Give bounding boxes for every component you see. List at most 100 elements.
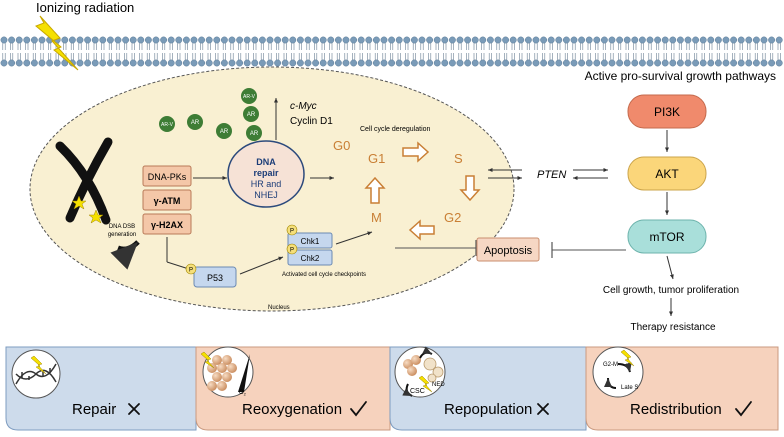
stem-cell-cluster-icon bbox=[403, 355, 444, 383]
lipid-head bbox=[38, 36, 46, 44]
lipid-head bbox=[509, 59, 517, 67]
lipid-head bbox=[0, 59, 8, 67]
lipid-head bbox=[251, 36, 259, 44]
phase-g2: G2 bbox=[444, 210, 461, 225]
dna-damage-star-icon bbox=[71, 195, 87, 210]
lipid-head bbox=[525, 59, 532, 67]
lipid-head bbox=[555, 36, 563, 44]
lipid-head bbox=[745, 36, 753, 44]
lipid-head bbox=[107, 36, 114, 44]
lipid-head bbox=[448, 59, 456, 67]
lipid-head bbox=[646, 59, 654, 67]
lipid-head bbox=[258, 36, 266, 44]
lipid-head bbox=[601, 36, 608, 44]
chk-to-cycle-arrow bbox=[335, 231, 373, 245]
lipid-head bbox=[775, 59, 783, 67]
o2-sub: 2 bbox=[244, 392, 247, 397]
lipid-head bbox=[213, 36, 221, 44]
lipid-head bbox=[251, 59, 259, 67]
lipid-head bbox=[190, 59, 198, 67]
chk1-box bbox=[287, 232, 333, 249]
lipid-head bbox=[486, 59, 494, 67]
phase-s: S bbox=[454, 151, 463, 166]
lipid-head bbox=[775, 36, 783, 44]
lipid-head bbox=[433, 36, 441, 44]
curved-arrow-icon bbox=[110, 240, 140, 270]
lipid-head bbox=[182, 36, 190, 44]
o2-label: O2 bbox=[239, 390, 247, 397]
lipid-head bbox=[677, 36, 684, 44]
lipid-head bbox=[281, 59, 289, 67]
lipid-head bbox=[220, 59, 228, 67]
akt-label: AKT bbox=[655, 167, 679, 181]
lipid-head bbox=[236, 59, 244, 67]
lipid-head bbox=[236, 36, 244, 44]
lipid-head bbox=[91, 36, 99, 44]
lipid-head bbox=[198, 59, 206, 67]
pi3k-label: PI3K bbox=[654, 105, 680, 119]
lipid-head bbox=[266, 59, 274, 67]
lipid-head bbox=[585, 36, 593, 44]
dna-damage-sensors: DNA-PKs γ-ATM γ-H2AX bbox=[142, 165, 192, 235]
lipid-head bbox=[616, 59, 623, 67]
lipid-head bbox=[61, 36, 69, 44]
lipid-head bbox=[129, 36, 137, 44]
lipid-head bbox=[281, 36, 289, 44]
lipid-head bbox=[677, 59, 684, 67]
lipid-head bbox=[0, 36, 8, 44]
phospho-label: P bbox=[189, 268, 193, 274]
lipid-head bbox=[692, 36, 699, 44]
phospho-chk2-icon bbox=[286, 243, 298, 255]
lipid-head bbox=[410, 59, 418, 67]
lipid-head bbox=[768, 59, 775, 67]
lipid-head bbox=[532, 36, 540, 44]
lightning-icon bbox=[620, 349, 635, 367]
lipid-head bbox=[372, 59, 380, 67]
lipid-head bbox=[699, 59, 707, 67]
lipid-head bbox=[547, 36, 555, 44]
lipid-head bbox=[441, 36, 449, 44]
lipid-head bbox=[312, 59, 319, 67]
cmyc-label: c-Myc bbox=[290, 101, 317, 112]
lipid-head bbox=[464, 59, 471, 67]
lipid-head bbox=[365, 59, 373, 67]
lipid-head bbox=[357, 36, 365, 44]
lipid-head bbox=[631, 36, 639, 44]
late-s-label: Late S bbox=[621, 385, 638, 391]
h2ax-box bbox=[142, 213, 192, 235]
cycle-arrow-icon bbox=[408, 219, 435, 241]
lipid-head bbox=[69, 36, 76, 44]
p53-label: P53 bbox=[207, 273, 223, 283]
p53-box bbox=[193, 266, 237, 288]
lipid-head bbox=[144, 36, 152, 44]
ionizing-radiation-label: Ionizing radiation bbox=[36, 0, 134, 15]
lipid-head bbox=[410, 36, 418, 44]
lipid-head bbox=[646, 36, 654, 44]
lipid-head bbox=[15, 59, 23, 67]
lipid-head bbox=[152, 59, 160, 67]
curved-arrow-icon bbox=[419, 346, 433, 359]
lipid-head bbox=[578, 36, 585, 44]
apoptosis-box bbox=[476, 237, 540, 262]
lipid-head bbox=[654, 36, 661, 44]
checkpoints-label: Activated cell cycle checkpoints bbox=[282, 272, 366, 278]
cycle-arrow-icon bbox=[402, 141, 430, 163]
lipid-head bbox=[350, 36, 357, 44]
lipid-head bbox=[623, 59, 631, 67]
lipid-head bbox=[509, 36, 517, 44]
lipid-head bbox=[433, 59, 441, 67]
lipid-head bbox=[372, 36, 380, 44]
reoxygenation-label: Reoxygenation bbox=[242, 401, 342, 418]
lipid-head bbox=[585, 59, 593, 67]
lipid-head bbox=[464, 36, 471, 44]
g2m-label: G2-M bbox=[603, 362, 618, 368]
lipid-head bbox=[737, 36, 745, 44]
lipid-head bbox=[608, 36, 616, 44]
lipid-head bbox=[31, 59, 38, 67]
pten-label: PTEN bbox=[537, 169, 566, 181]
lipid-head bbox=[258, 59, 266, 67]
mtor-node bbox=[627, 219, 707, 254]
ar-label: AR bbox=[220, 129, 229, 135]
csc-label: CSC bbox=[410, 388, 425, 395]
lipid-head bbox=[532, 59, 540, 67]
